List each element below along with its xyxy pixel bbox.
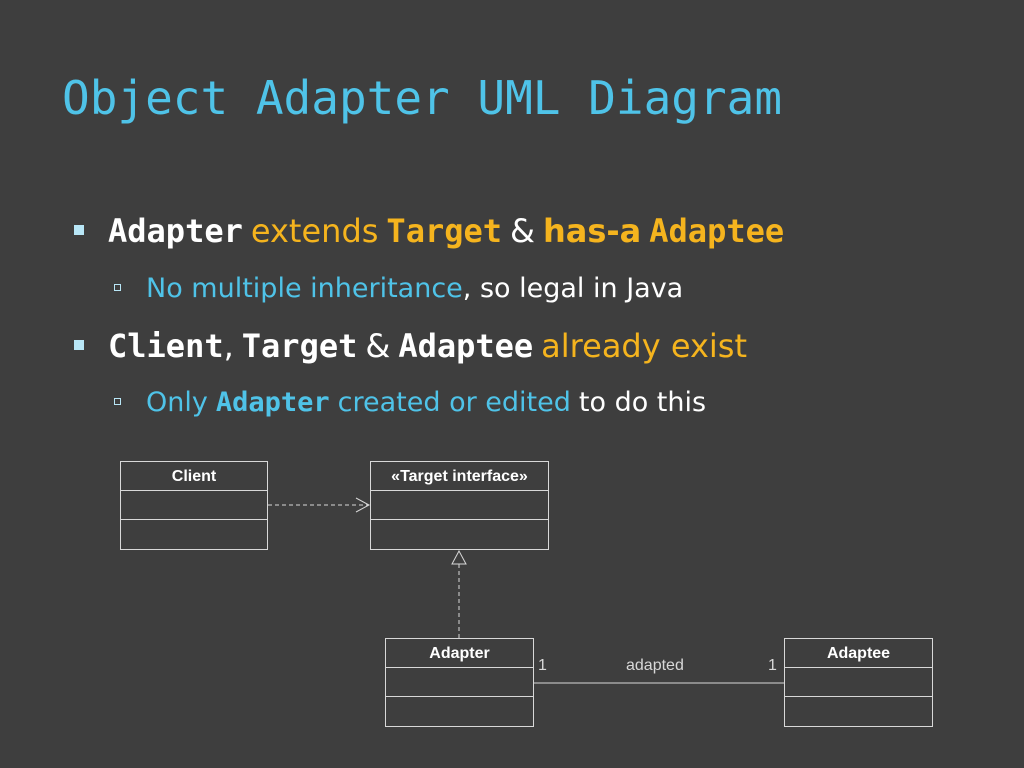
client-code: Client [108,327,224,365]
square-bullet-icon [74,225,84,235]
methods-compartment [121,520,267,549]
to-do-this-text: to do this [578,387,707,418]
adapter-code: Adapter [108,212,243,250]
ampersand-text: & [510,212,535,250]
uml-class-target: «Target interface» [370,461,549,550]
target-code: Target [241,327,358,365]
legal-in-java-text: , so legal in Java [462,273,684,304]
dependency-arrow [268,497,371,513]
uml-class-adapter: Adapter [385,638,534,727]
attributes-compartment [121,491,267,520]
no-multiple-inheritance-text: No multiple inheritance [146,273,463,304]
attributes-compartment [785,668,932,697]
only-text: Only [146,387,208,418]
extends-text: extends [250,212,379,250]
slide-title: Object Adapter UML Diagram [62,71,783,125]
square-bullet-icon [74,340,84,350]
adaptee-code: Adaptee [649,212,785,250]
uml-class-client: Client [120,461,268,550]
adapter-code: Adapter [215,387,330,418]
ampersand-text: & [365,327,391,365]
hollow-square-bullet-icon [114,398,121,405]
has-a-text: has-a [542,212,642,250]
comma-text: , [223,327,234,365]
class-name: «Target interface» [371,462,548,491]
uml-class-adaptee: Adaptee [784,638,933,727]
class-name: Adaptee [785,639,932,668]
multiplicity-right: 1 [768,657,777,674]
adaptee-code: Adaptee [398,327,534,365]
target-code: Target [386,212,503,250]
realization-arrow [451,549,467,638]
class-name: Adapter [386,639,533,668]
hollow-square-bullet-icon [114,284,121,291]
methods-compartment [371,520,548,549]
attributes-compartment [371,491,548,520]
multiplicity-left: 1 [538,657,547,674]
class-name: Client [121,462,267,491]
sub-bullet-1: No multiple inheritance, so legal in Jav… [114,272,684,306]
attributes-compartment [386,668,533,697]
methods-compartment [386,697,533,726]
created-or-edited-text: created or edited [337,387,571,418]
association-label: adapted [626,657,684,674]
methods-compartment [785,697,932,726]
already-exist-text: already exist [541,327,748,365]
